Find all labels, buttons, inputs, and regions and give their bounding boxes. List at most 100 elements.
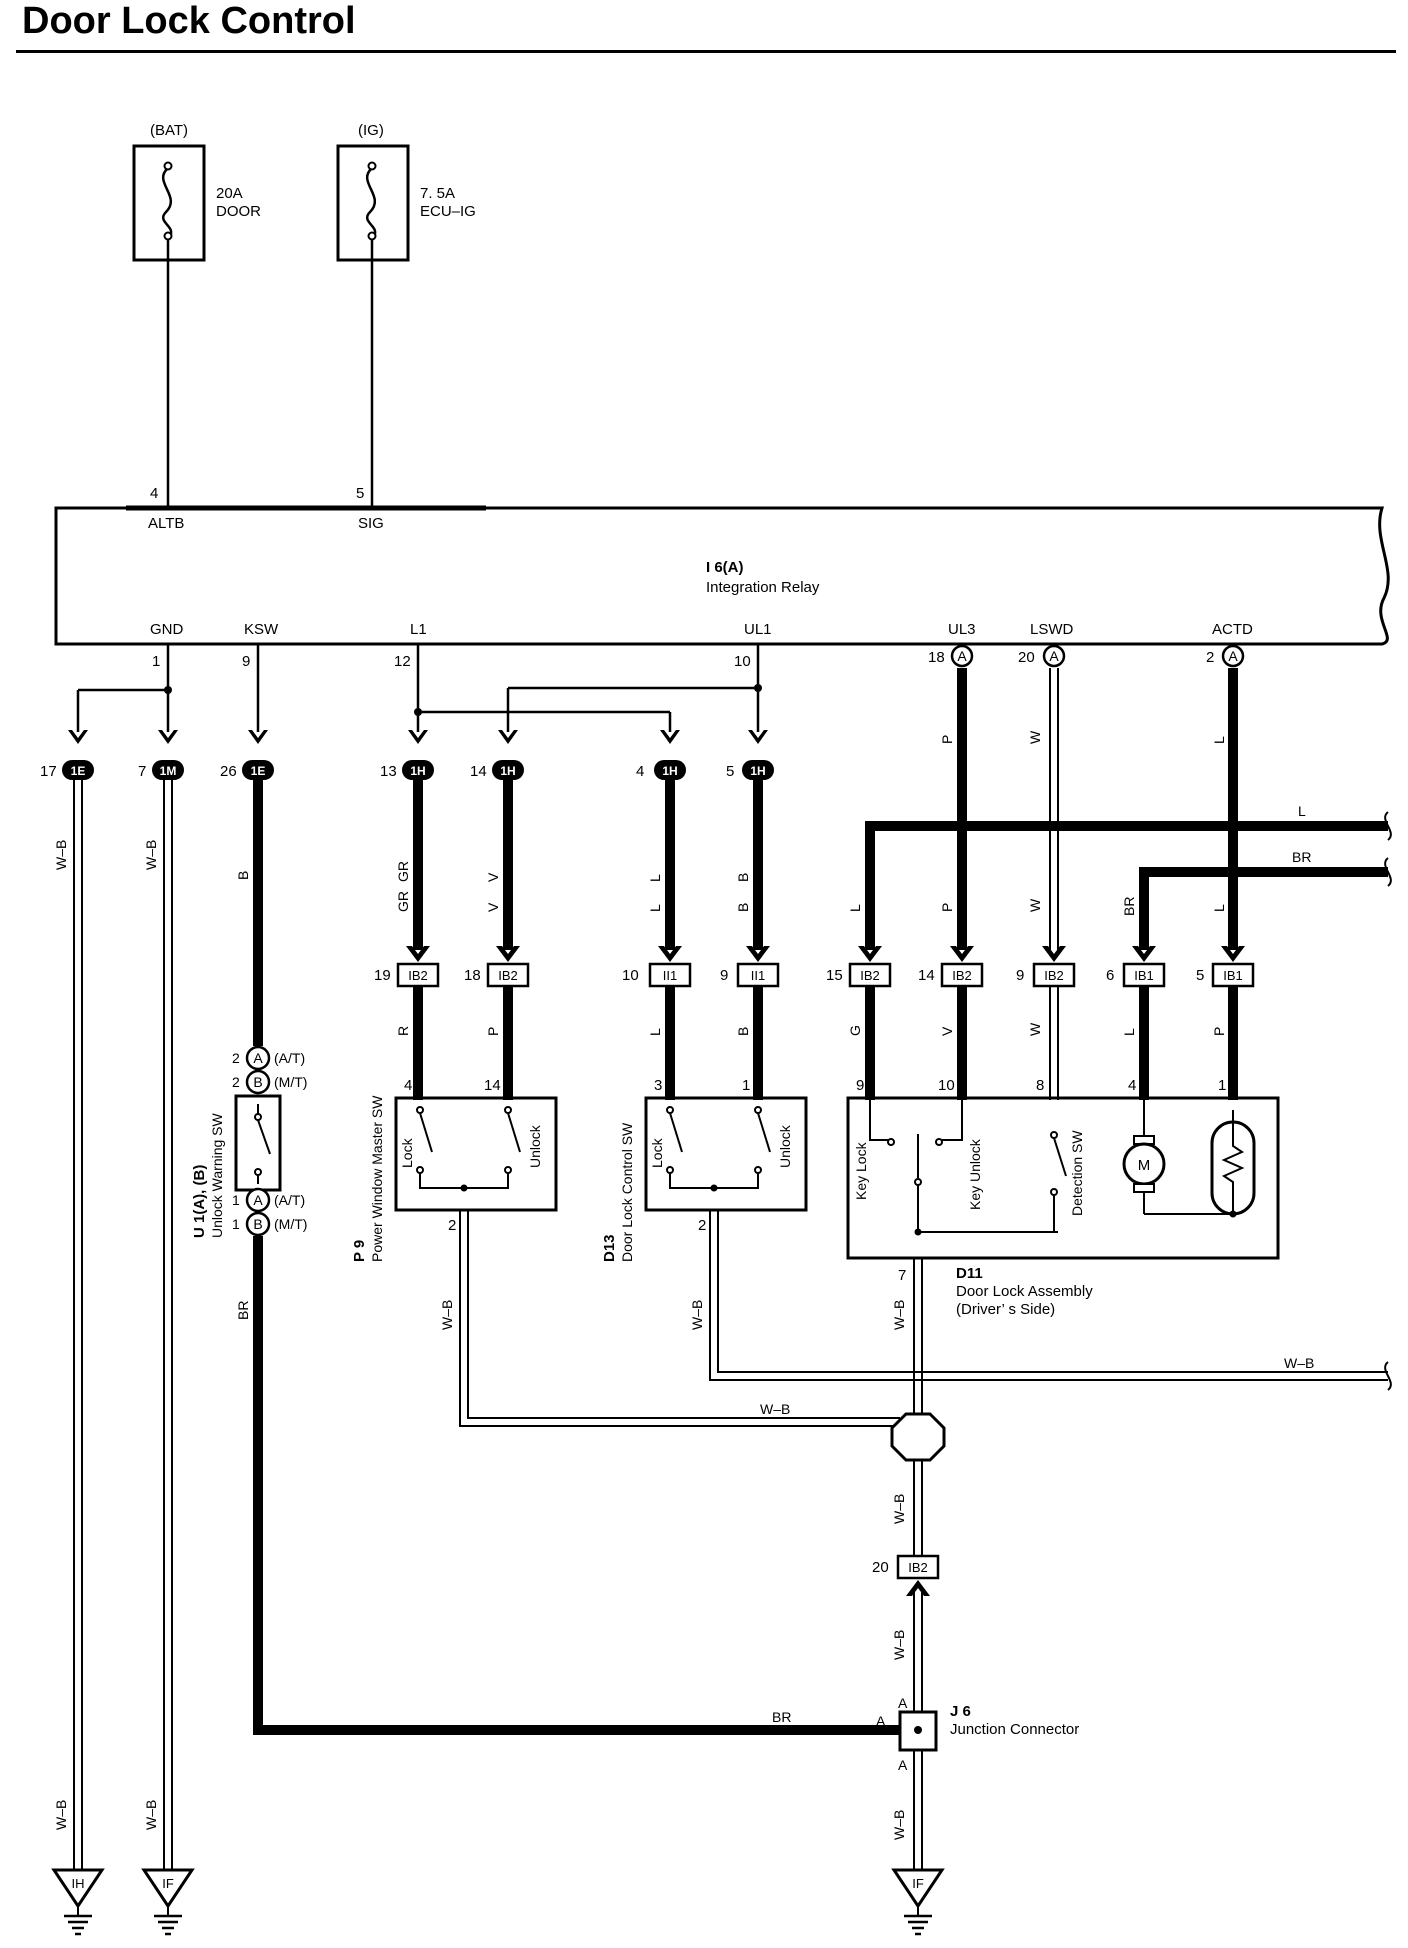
svg-text:(Driver’ s Side): (Driver’ s Side) [956,1301,1055,1318]
svg-text:A: A [957,648,967,664]
svg-text:1E: 1E [71,764,86,778]
svg-text:7: 7 [898,1267,906,1284]
svg-text:R: R [395,1026,411,1036]
svg-text:IB2: IB2 [908,1560,928,1575]
svg-text:(A/T): (A/T) [274,1192,305,1208]
chevron-down-icons [406,946,1245,962]
svg-text:IB2: IB2 [498,968,518,983]
svg-text:4: 4 [150,485,158,502]
svg-text:W: W [1027,1022,1043,1036]
page-title: Door Lock Control [22,0,356,42]
svg-text:(M/T): (M/T) [274,1074,307,1090]
svg-text:10: 10 [734,653,751,670]
svg-text:1H: 1H [662,764,677,778]
fuse-ig-source: (IG) [358,122,384,139]
svg-text:A: A [1228,648,1238,664]
svg-text:B: B [253,1216,262,1232]
svg-text:1: 1 [742,1077,750,1094]
svg-text:1: 1 [152,653,160,670]
svg-text:1E: 1E [251,764,266,778]
svg-text:L: L [647,904,663,912]
svg-text:W–B: W–B [891,1494,907,1524]
svg-text:P: P [939,903,955,912]
svg-text:1: 1 [232,1192,240,1208]
svg-text:IH: IH [72,1876,85,1891]
svg-text:L: L [1211,904,1227,912]
svg-text:15: 15 [826,967,843,984]
svg-text:4: 4 [1128,1077,1136,1094]
svg-text:L: L [647,874,663,882]
svg-text:Door Lock Assembly: Door Lock Assembly [956,1283,1093,1300]
svg-text:IF: IF [162,1876,174,1891]
svg-text:W: W [1027,898,1043,912]
svg-text:BR: BR [1292,849,1311,865]
svg-text:Unlock: Unlock [527,1124,543,1168]
svg-text:1M: 1M [160,764,177,778]
svg-text:GR: GR [395,861,411,882]
svg-text:Junction Connector: Junction Connector [950,1721,1079,1738]
svg-text:9: 9 [856,1077,864,1094]
svg-text:4: 4 [404,1077,412,1094]
splice-point [890,1412,946,1462]
svg-text:ACTD: ACTD [1212,621,1253,638]
svg-text:GND: GND [150,621,184,638]
svg-text:Unlock Warning SW: Unlock Warning SW [209,1112,225,1238]
title-rule [16,50,1396,53]
svg-text:(A/T): (A/T) [274,1050,305,1066]
svg-text:G: G [847,1025,863,1036]
svg-text:W–B: W–B [143,840,159,870]
svg-text:14: 14 [484,1077,501,1094]
svg-text:W–B: W–B [891,1810,907,1840]
relay-conn-a: A A A [950,644,1245,668]
svg-text:B: B [235,871,251,880]
fuse-ecu-ig: (IG) 7. 5A ECU–IG [336,122,476,262]
relay-name: Integration Relay [706,579,820,596]
svg-text:3: 3 [654,1077,662,1094]
svg-text:D11: D11 [956,1265,983,1282]
svg-text:Power Window Master SW: Power Window Master SW [369,1095,385,1262]
svg-text:P: P [939,735,955,744]
svg-text:L: L [1211,736,1227,744]
upper-connectors: 17 1E 7 1M 26 1E 13 1H 14 1H 4 1H 5 1H [40,760,774,780]
svg-text:II1: II1 [663,968,677,983]
svg-text:1H: 1H [500,764,515,778]
svg-text:IB2: IB2 [952,968,972,983]
ground-ih: IH [51,1868,105,1936]
svg-text:A: A [898,1757,908,1773]
fuse-door: (BAT) 20A DOOR [132,122,261,262]
svg-text:L: L [847,904,863,912]
svg-text:14: 14 [918,967,935,984]
svg-text:5: 5 [356,485,364,502]
fuse-door-rating: 20A [216,185,243,202]
unlock-warning-switch: A B 2 2 (A/T) (M/T) A B 1 1 (A/T) (M/T) … [191,1045,307,1238]
svg-text:10: 10 [622,967,639,984]
svg-text:IB2: IB2 [1044,968,1064,983]
svg-text:W–B: W–B [143,1800,159,1830]
svg-text:P: P [1211,1027,1227,1036]
svg-text:L: L [1121,1028,1137,1036]
svg-text:L1: L1 [410,621,427,638]
svg-text:18: 18 [928,649,945,666]
svg-text:A: A [253,1192,263,1208]
svg-text:1H: 1H [750,764,765,778]
svg-text:GR: GR [395,891,411,912]
svg-text:IB1: IB1 [1223,968,1243,983]
svg-text:1: 1 [232,1216,240,1232]
svg-text:U 1(A), (B): U 1(A), (B) [191,1165,208,1238]
svg-text:A: A [1049,648,1059,664]
svg-text:2: 2 [698,1217,706,1234]
svg-text:A: A [876,1713,886,1729]
svg-text:20: 20 [1018,649,1035,666]
svg-text:7: 7 [138,763,146,780]
junction-connector: A A A J 6 Junction Connector [876,1695,1079,1773]
fuse-icon [161,167,173,237]
ib2-connector-20: 20 IB2 [872,1554,940,1596]
svg-text:Door Lock Control SW: Door Lock Control SW [619,1122,635,1262]
svg-text:W–B: W–B [1284,1355,1314,1371]
svg-text:5: 5 [1196,967,1204,984]
door-lock-control-switch: 3 1 Lock Unlock 2 D13 Door Lock Control … [601,1077,808,1262]
svg-text:W–B: W–B [439,1300,455,1330]
svg-text:9: 9 [720,967,728,984]
svg-text:IB2: IB2 [408,968,428,983]
